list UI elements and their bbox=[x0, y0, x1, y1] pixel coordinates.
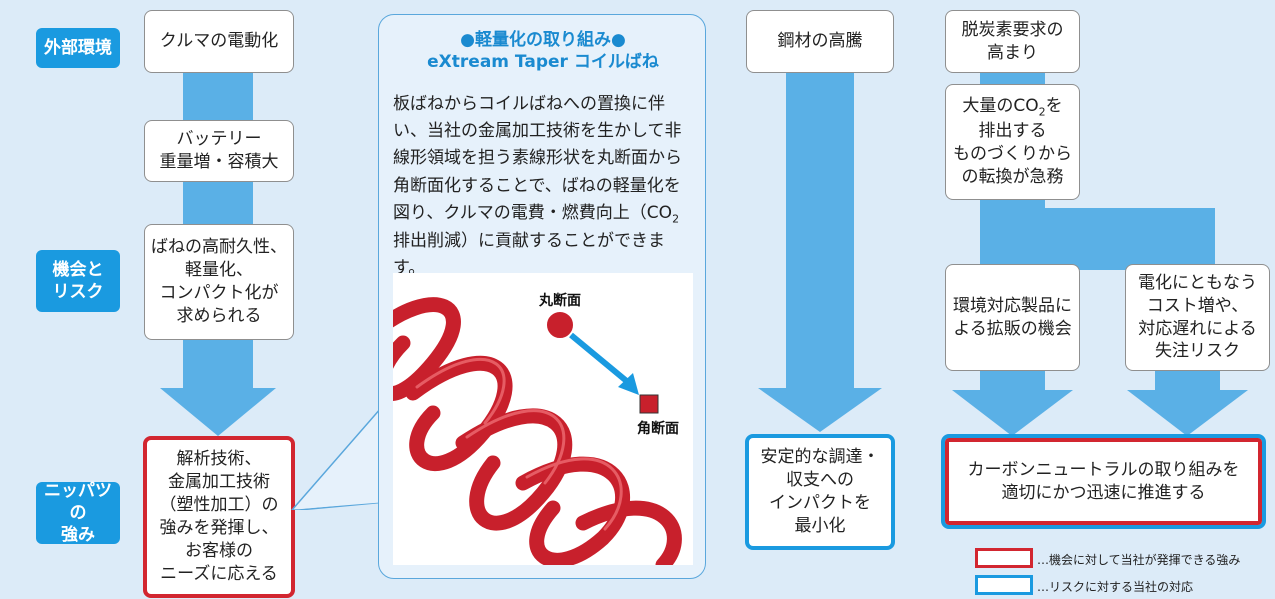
round-section-label: 丸断面 bbox=[538, 292, 581, 309]
col4-left-shaft bbox=[980, 370, 1045, 392]
col4-right-arrow-head bbox=[1127, 390, 1248, 436]
round-section-marker bbox=[545, 310, 575, 340]
carbon-neutral-outer-frame bbox=[941, 434, 1266, 529]
spring-coil-1 bbox=[393, 297, 461, 401]
col1-arrow-head bbox=[160, 388, 276, 436]
legend-red-text: …機会に対して当社が発揮できる強み bbox=[1037, 553, 1241, 567]
carbon-neutral-box: カーボンニュートラルの取り組みを 適切にかつ迅速に推進する bbox=[945, 438, 1262, 525]
col3-arrow-shaft bbox=[786, 60, 854, 395]
legend-blue-swatch bbox=[975, 575, 1033, 595]
cost-risk-box: 電化にともなう コスト増や、 対応遅れによる 失注リスク bbox=[1125, 264, 1270, 371]
ev-trend-box: クルマの電動化 bbox=[144, 10, 294, 73]
row-label-strength: ニッパツの 強み bbox=[36, 481, 120, 545]
eco-product-opportunity-box: 環境対応製品に よる拡販の機会 bbox=[945, 264, 1080, 371]
legend-blue-text: …リスクに対する当社の対応 bbox=[1037, 580, 1194, 594]
col3-arrow-head bbox=[758, 388, 882, 432]
transform-arrow-head bbox=[618, 373, 639, 395]
nippatsu-strength-box: 解析技術、 金属加工技術 （塑性加工）の 強みを発揮し、 お客様の ニーズに応え… bbox=[143, 436, 295, 598]
legend-red-swatch bbox=[975, 548, 1033, 568]
lightweight-callout: ●軽量化の取り組み● eXtream Taper コイルばね 板ばねからコイルば… bbox=[378, 14, 706, 579]
col4-left-arrow-head bbox=[952, 390, 1073, 436]
square-section-label: 角断面 bbox=[637, 420, 679, 437]
callout-pointer bbox=[291, 400, 389, 510]
row-label-external: 外部環境 bbox=[36, 28, 120, 68]
spring-coil-3 bbox=[455, 408, 573, 531]
procurement-response-box: 安定的な調達・ 収支への インパクトを 最小化 bbox=[745, 434, 895, 550]
steel-price-box: 鋼材の高騰 bbox=[746, 10, 894, 73]
callout-subtitle: eXtream Taper コイルばね bbox=[427, 52, 659, 73]
spring-requirement-box: ばねの高耐久性、 軽量化、 コンパクト化が 求められる bbox=[144, 224, 294, 340]
spring-illustration: 丸断面 角断面 bbox=[393, 273, 693, 565]
battery-weight-box: バッテリー 重量増・容積大 bbox=[144, 120, 294, 182]
callout-title: ●軽量化の取り組み● bbox=[460, 30, 626, 50]
square-section-marker bbox=[639, 394, 659, 414]
co2-transition-box: 大量のCO2を 排出する ものづくりから の転換が急務 bbox=[945, 84, 1080, 200]
col4-branch bbox=[1045, 208, 1215, 270]
spring-coil-4 bbox=[515, 456, 631, 565]
col4-right-shaft bbox=[1155, 370, 1220, 392]
transform-arrow-line bbox=[569, 332, 631, 386]
row-label-opportunity: 機会と リスク bbox=[36, 250, 120, 312]
spring-coil-5 bbox=[575, 500, 682, 565]
callout-body: 板ばねからコイルばねへの置換に伴い、当社の金属加工技術を生かして非線形領域を担う… bbox=[393, 94, 682, 278]
decarbonization-box: 脱炭素要求の 高まり bbox=[945, 10, 1080, 73]
